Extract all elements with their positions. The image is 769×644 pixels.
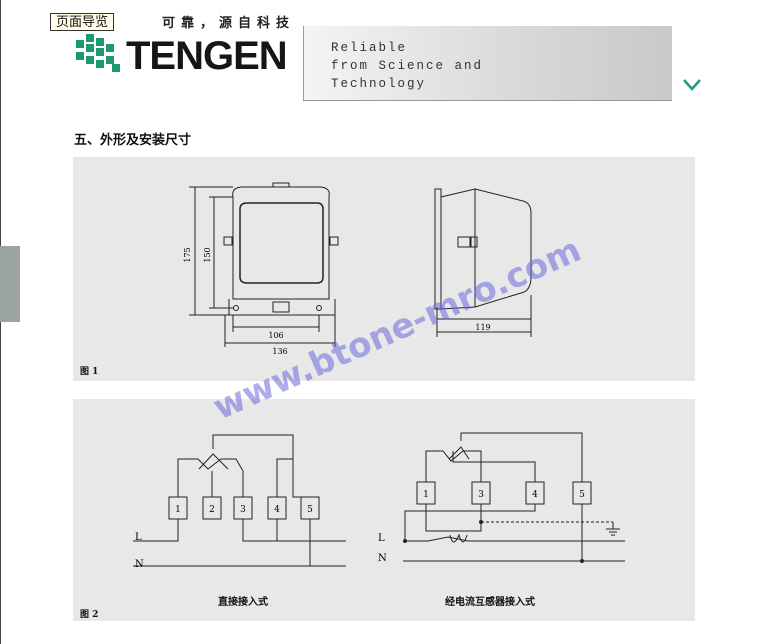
side-clip [457,236,471,248]
left-caption: 直接接入式 [218,597,268,608]
left-terminal-3: 3 [240,505,246,515]
dim-height-outer: 175 [183,247,192,262]
right-terminal-1: 1 [423,490,429,500]
right-line-N: N [378,553,387,564]
left-terminal-1: 1 [175,505,181,515]
section-title: 五、外形及安装尺寸 [74,133,192,148]
wiring-diagram: 1 2 3 4 5 1 3 4 5 L N L N [133,432,625,570]
right-terminal-3: 3 [478,490,484,500]
meter-window [239,202,324,284]
page-navigation-button[interactable]: 页面导览 [50,13,114,31]
figure-2-label: 图 2 [80,610,99,620]
dim-depth: 119 [475,323,490,332]
terminal-cover [272,301,290,313]
figure-1-label: 图 1 [80,367,99,377]
side-case [440,188,476,310]
right-screw [316,305,322,311]
left-line-L: L [135,532,142,543]
page-left-border [0,0,1,644]
right-caption: 经电流互感器接入式 [445,597,535,608]
left-screw [233,305,239,311]
side-mount-plate [434,188,442,310]
right-terminal-5: 5 [579,490,585,500]
tagline-line-2: from Science and [331,59,484,73]
chevron-down-icon[interactable] [682,78,702,92]
tagline-line-3: Technology [331,77,427,91]
side-tab[interactable] [0,246,20,322]
left-terminal-5: 5 [307,505,313,515]
slogan: 可靠，源自科技 [162,16,296,31]
figure-2-panel: 1 2 3 4 5 1 3 4 5 L N L N 直接接入式 经电流互感器接入… [73,399,695,621]
brand-name: TENGEN [126,34,288,78]
left-line-N: N [135,559,144,570]
dim-width-inner: 106 [268,331,283,340]
tengen-logo-icon [76,34,120,72]
right-clip [329,236,339,246]
figure-1-panel: 175 150 106 136 119 图 1 [73,157,695,381]
left-clip [223,236,233,246]
side-cover [474,188,532,308]
top-hook [272,182,290,188]
terminal-base [228,299,336,316]
dim-width-outer: 136 [272,347,287,356]
right-terminal-4: 4 [532,490,538,500]
tagline-panel: Reliable from Science and Technology [303,26,672,101]
left-terminal-4: 4 [274,505,280,515]
tagline-line-1: Reliable [331,41,408,55]
right-line-L: L [378,533,385,544]
dimension-drawing: 175 150 106 136 119 [183,182,532,356]
left-terminal-2: 2 [209,505,215,515]
dim-height-inner: 150 [203,247,212,262]
meter-front-body [232,186,330,300]
